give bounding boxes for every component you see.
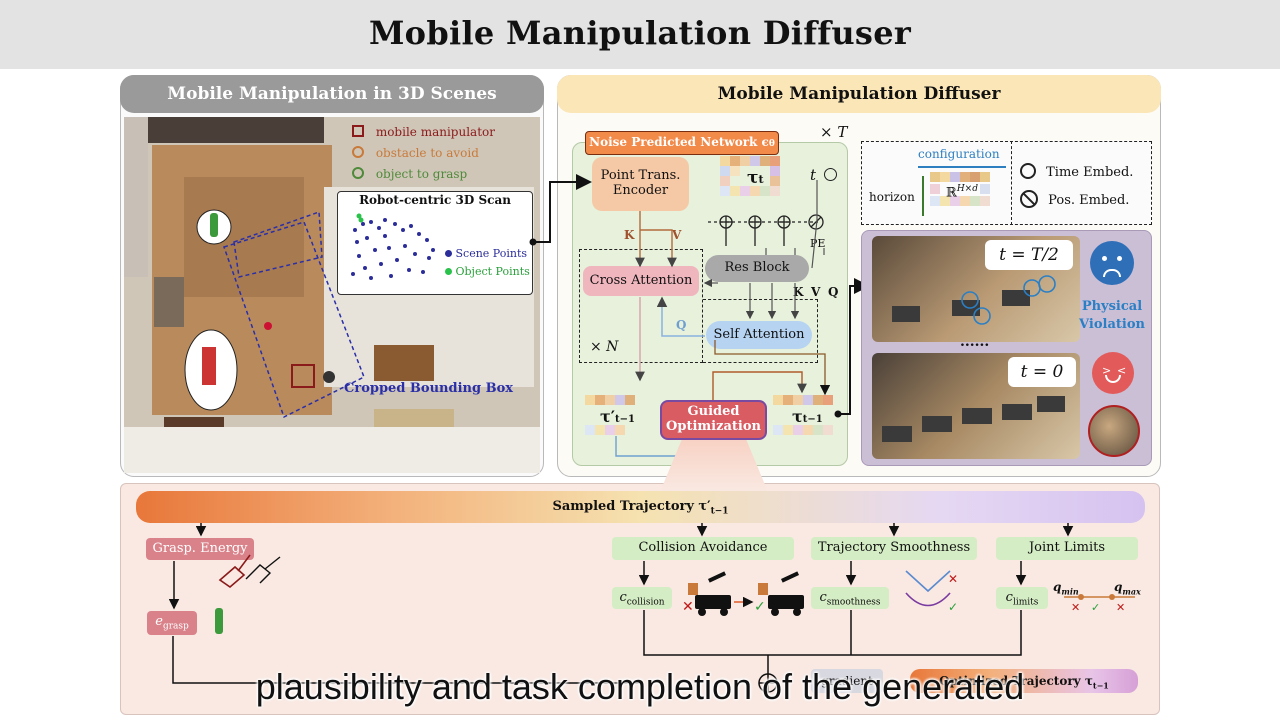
happy-face-icon: > <	[1092, 352, 1134, 394]
tau-t-label: τt	[747, 168, 764, 188]
horizon-arrow	[922, 176, 924, 216]
scan-title: Robot-centric 3D Scan	[359, 193, 511, 207]
svg-text:✕: ✕	[948, 572, 958, 586]
ellipsis: ......	[960, 334, 990, 350]
tau-next-label: τt−1	[792, 407, 823, 426]
right-panel-header: Mobile Manipulation Diffuser	[557, 75, 1161, 113]
legend: mobile manipulator obstacle to avoid obj…	[352, 122, 532, 185]
bbox-label: Cropped Bounding Box	[344, 381, 513, 396]
configuration-arrow	[918, 166, 1006, 168]
attention-block	[579, 249, 703, 363]
page-title: Mobile Manipulation Diffuser	[368, 14, 912, 52]
q-min-label: qmin	[1053, 580, 1079, 597]
point-trans-encoder: Point Trans. Encoder	[592, 157, 689, 211]
self-attention: Self Attention	[706, 321, 812, 349]
embed-matrix	[930, 172, 994, 216]
embed-panel	[861, 141, 1152, 225]
title-bar	[0, 0, 1280, 69]
circle-icon	[352, 146, 364, 158]
svg-text:✓: ✓	[754, 599, 766, 615]
svg-text:✕: ✕	[682, 599, 694, 615]
operator-row	[708, 214, 824, 246]
optimized-trajectory-box: Optimized Trajectory τt−1	[910, 669, 1138, 693]
stopwatch-icon	[1020, 163, 1036, 179]
violation-label: Physical Violation	[1079, 299, 1145, 332]
network-label: Noise Predicted Network ϵθ	[585, 131, 779, 155]
sampled-label: Sampled Trajectory τ′t−1	[552, 499, 729, 517]
t-zero-label: t = 0	[1008, 357, 1076, 387]
time-embed-item: Time Embed.	[1020, 163, 1133, 180]
c-limits-box: climits	[996, 587, 1048, 609]
stopwatch-icon	[824, 168, 837, 181]
res-block: Res Block	[705, 255, 809, 282]
square-icon	[352, 125, 364, 137]
left-panel-header: Mobile Manipulation in 3D Scenes	[120, 75, 544, 113]
v-label-2: V	[811, 285, 821, 299]
legend-item-manipulator: mobile manipulator	[352, 122, 532, 143]
zoom-detail	[1088, 405, 1140, 457]
t-half-label: t = T/2	[985, 240, 1073, 270]
c-collision-box: ccollision	[612, 587, 672, 609]
flow-arrows	[529, 174, 870, 418]
q-max-label: qmax	[1114, 580, 1141, 597]
matrix-label: ℝH×d	[946, 184, 978, 201]
dot-icon	[445, 250, 452, 257]
times-n-label: × N	[590, 339, 619, 355]
video-caption: plausibility and task completion of the …	[255, 666, 1025, 707]
pos-embed-item: Pos. Embed.	[1020, 190, 1129, 208]
tau-next-grid	[773, 395, 833, 435]
tau-prime-label: τ′t−1	[600, 407, 635, 426]
times-t-label: × T	[820, 123, 848, 141]
svg-text:✓: ✓	[948, 600, 958, 614]
guided-optimization-box: Guided Optimization	[660, 400, 767, 440]
v-label: V	[672, 228, 682, 242]
scan-legend: Scene Points Object Points	[445, 245, 530, 281]
horizon-label: horizon	[869, 190, 915, 204]
e-grasp-box: egrasp	[147, 611, 197, 635]
joint-limits-box: Joint Limits	[996, 537, 1138, 560]
trajectory-smoothness-box: Trajectory Smoothness	[811, 537, 977, 560]
legend-item-object: object to grasp	[352, 164, 532, 185]
tau-t-grid	[720, 156, 790, 196]
tau-prime-grid	[585, 395, 645, 435]
grasp-energy-box: Grasp. Energy	[146, 538, 254, 560]
point-cloud	[351, 213, 435, 280]
k-label: K	[624, 228, 635, 242]
svg-text:✓: ✓	[1091, 601, 1100, 614]
configuration-label: configuration	[918, 147, 1000, 161]
svg-text:✕: ✕	[1116, 601, 1125, 614]
sampled-bar	[136, 491, 1145, 523]
c-smoothness-box: csmoothness	[811, 587, 889, 609]
embed-divider	[1011, 141, 1012, 225]
legend-item-obstacle: obstacle to avoid	[352, 143, 532, 164]
no-entry-icon	[1020, 190, 1038, 208]
dot-icon	[445, 268, 452, 275]
collision-avoidance-box: Collision Avoidance	[612, 537, 794, 560]
svg-text:✕: ✕	[1071, 601, 1080, 614]
q-label: Q	[676, 318, 687, 332]
circle-icon	[352, 167, 364, 179]
cross-attention: Cross Attention	[583, 266, 699, 296]
q-label-2: Q	[828, 285, 839, 299]
scan-legend-scene: Scene Points	[445, 245, 530, 263]
bottom-diagram-lines: ✕ ✓ ✕ ✓ ✕ ✓ ✕	[168, 523, 1135, 693]
attention-block-right	[703, 299, 818, 363]
robot-sketch	[882, 275, 1065, 442]
gradient-box: gradient	[811, 669, 883, 693]
sad-face-icon	[1090, 241, 1134, 285]
t-input-label: t	[810, 166, 817, 184]
k-label-2: K	[793, 285, 804, 299]
scan-legend-object: Object Points	[445, 263, 530, 281]
